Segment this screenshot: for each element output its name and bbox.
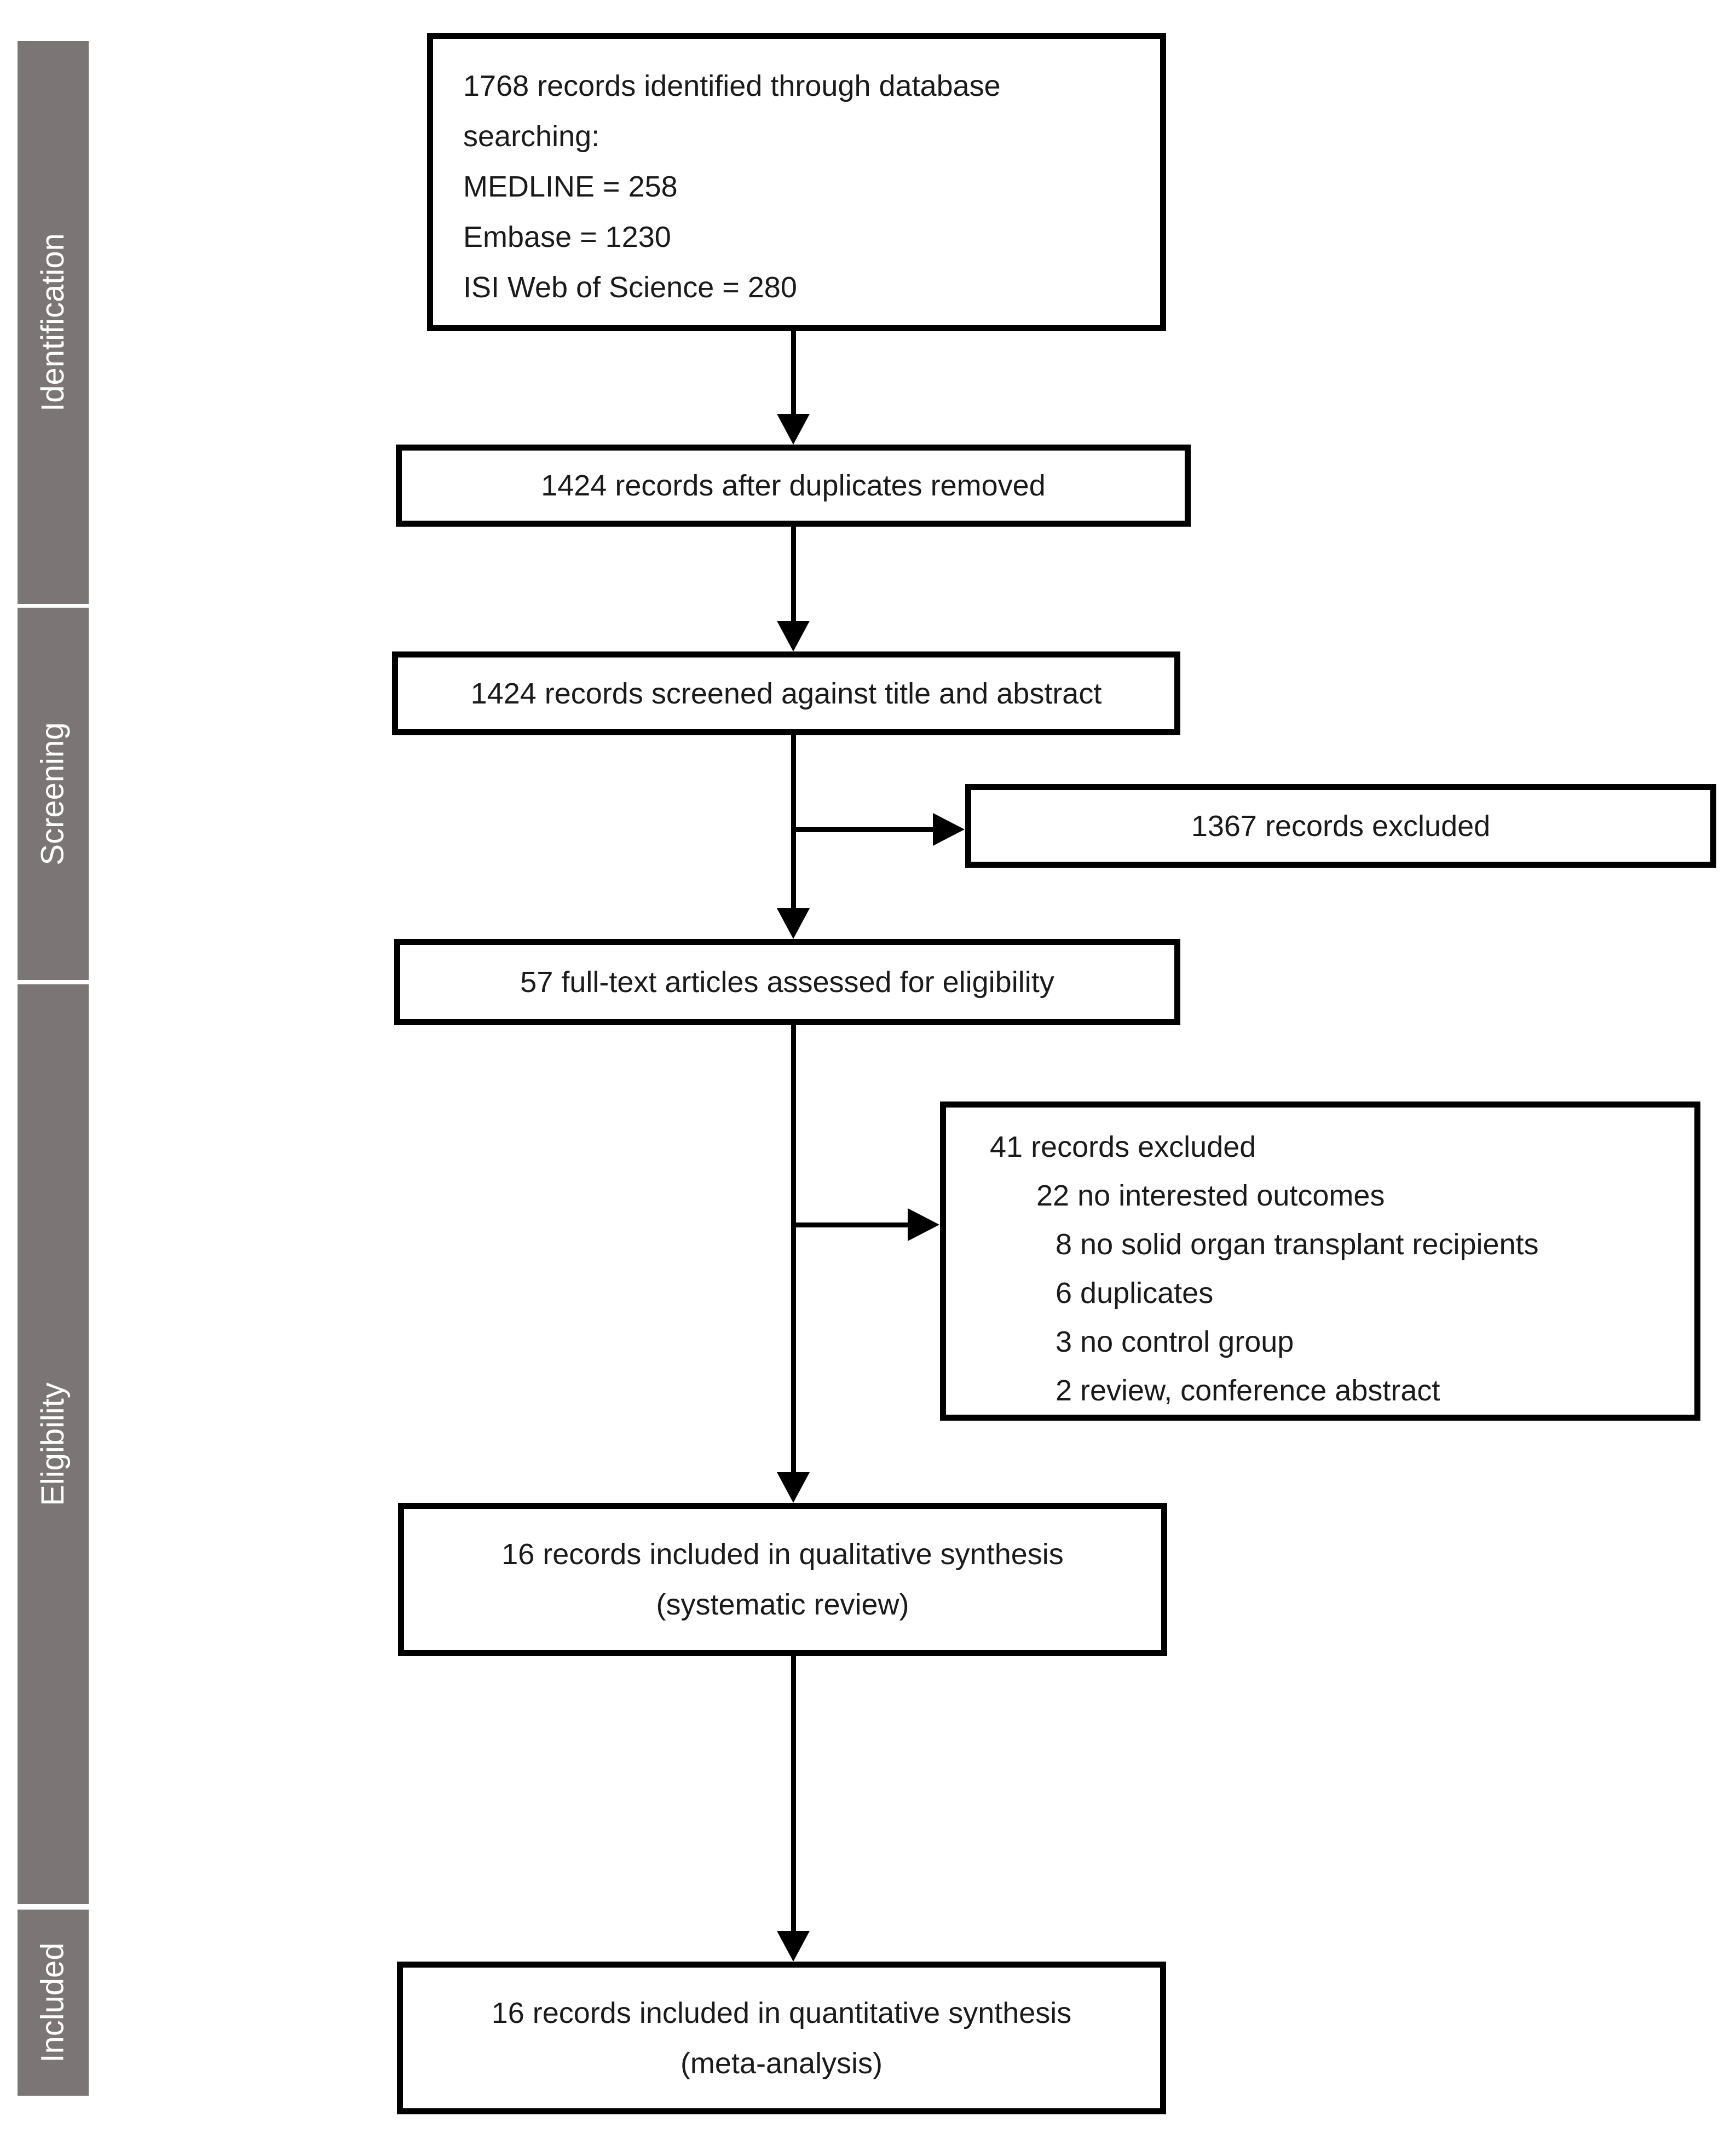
box-line: 57 full-text articles assessed for eligi… [520, 965, 1054, 999]
box-duplicates-removed: 1424 records after duplicates removed [396, 445, 1191, 527]
box-line: 3 no control group [1056, 1325, 1294, 1358]
stage-bar-included: Included [18, 1910, 89, 2096]
arrow-right-icon [933, 813, 965, 846]
arrow-down-icon [777, 1472, 810, 1503]
box-line: 8 no solid organ transplant recipients [1056, 1228, 1539, 1261]
box-line: 16 records included in qualitative synth… [501, 1538, 1064, 1571]
stage-label-eligibility: Eligibility [35, 1382, 71, 1506]
arrow-down-icon [777, 414, 810, 445]
box-line: 1768 records identified through database [463, 70, 1001, 102]
box-line: 1424 records after duplicates removed [541, 469, 1046, 502]
arrow-down-icon [777, 1931, 810, 1962]
arrow-down-icon [777, 621, 810, 651]
connector-line [791, 1025, 796, 1473]
stage-bar-screening: Screening [18, 608, 89, 980]
box-line: ISI Web of Science = 280 [463, 271, 797, 304]
arrow-right-icon [908, 1208, 939, 1241]
stage-label-screening: Screening [35, 722, 71, 866]
box-qualitative-synthesis: 16 records included in qualitative synth… [398, 1503, 1167, 1656]
connector-line [793, 827, 934, 832]
connector-line [791, 1656, 796, 1933]
box-line: 1424 records screened against title and … [470, 677, 1102, 710]
connector-line [791, 735, 796, 909]
box-fulltext-excluded: 41 records excluded 22 no interested out… [940, 1102, 1700, 1421]
box-line: 1367 records excluded [1191, 809, 1491, 843]
box-line: searching: [463, 120, 600, 153]
connector-line [791, 527, 796, 622]
box-line: (systematic review) [656, 1588, 909, 1621]
box-records-excluded: 1367 records excluded [965, 784, 1716, 868]
box-line: 22 no interested outcomes [1036, 1179, 1385, 1212]
box-line: (meta-analysis) [680, 2046, 883, 2080]
connector-line [793, 1222, 908, 1227]
box-line: Embase = 1230 [463, 221, 671, 253]
box-line: MEDLINE = 258 [463, 170, 678, 203]
box-line: 2 review, conference abstract [1056, 1374, 1440, 1407]
stage-label-identification: Identification [35, 233, 71, 412]
box-line: 6 duplicates [1056, 1277, 1214, 1310]
box-quantitative-synthesis: 16 records included in quantitative synt… [397, 1962, 1166, 2114]
box-line: 41 records excluded [990, 1131, 1256, 1163]
box-line: 16 records included in quantitative synt… [491, 1996, 1072, 2029]
connector-line [791, 331, 796, 416]
box-records-identified: 1768 records identified through database… [427, 33, 1166, 331]
stage-bar-identification: Identification [18, 41, 89, 604]
box-records-screened: 1424 records screened against title and … [392, 651, 1180, 735]
stage-bar-eligibility: Eligibility [18, 984, 89, 1904]
stage-label-included: Included [35, 1942, 71, 2063]
box-fulltext-assessed: 57 full-text articles assessed for eligi… [394, 939, 1180, 1025]
arrow-down-icon [777, 908, 810, 939]
